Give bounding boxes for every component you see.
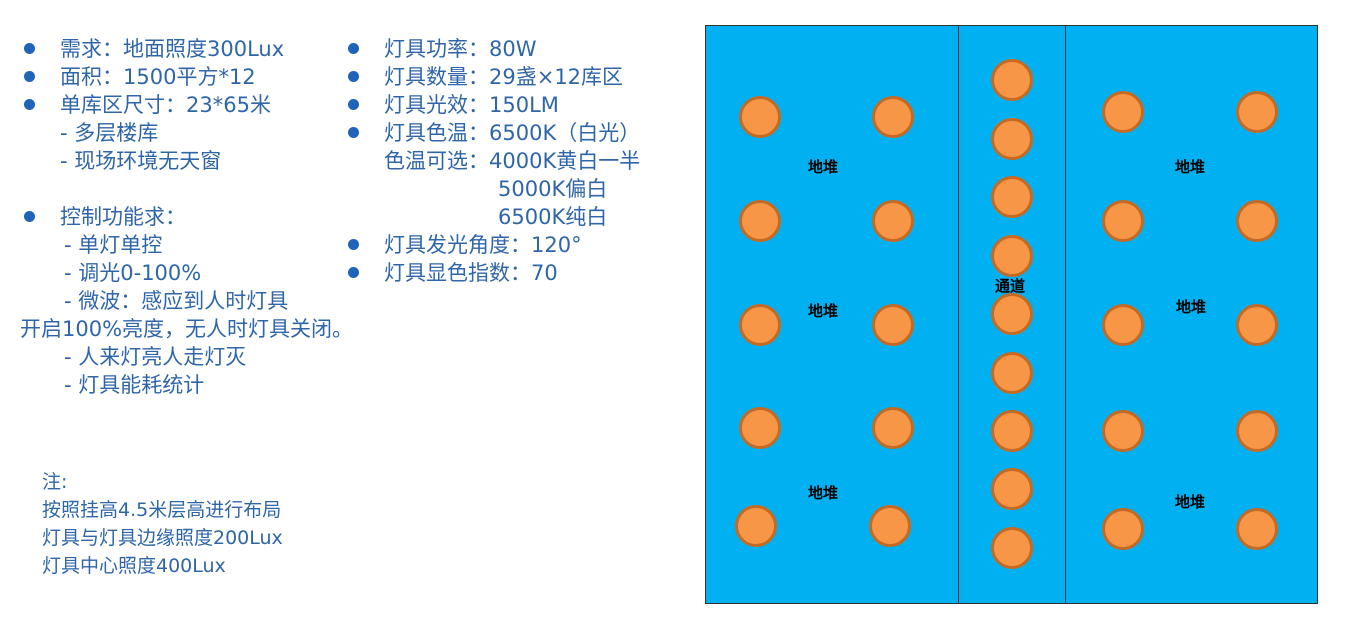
requirement-area: 面积：1500平方*12 xyxy=(60,65,256,89)
lamp-icon xyxy=(1236,200,1278,242)
control-sub-microwave-cont: 开启100%亮度，无人时灯具关闭。 xyxy=(20,317,354,341)
bullet-icon xyxy=(24,71,35,82)
spec-cct-option-3: 6500K纯白 xyxy=(498,205,608,229)
lamp-icon xyxy=(872,304,914,346)
aisle-label: 通道 xyxy=(995,277,1026,295)
lamp-icon xyxy=(991,468,1033,510)
lamp-icon xyxy=(739,304,781,346)
spec-beam-angle: 灯具发光角度：120° xyxy=(384,233,582,257)
bullet-icon xyxy=(348,127,359,138)
lamp-icon xyxy=(991,352,1033,394)
lamp-icon xyxy=(991,410,1033,452)
spec-cct-option-2: 5000K偏白 xyxy=(498,177,608,201)
lamp-icon xyxy=(991,176,1033,218)
lamp-icon xyxy=(1236,410,1278,452)
lamp-icon xyxy=(739,200,781,242)
control-sub-presence: - 人来灯亮人走灯灭 xyxy=(64,345,247,369)
warehouse-layout-diagram: 地堆 地堆 地堆 通道 地堆 地堆 地堆 xyxy=(705,25,1318,604)
lamp-icon xyxy=(991,235,1033,277)
lamp-icon xyxy=(1236,304,1278,346)
notes-line-1: 按照挂高4.5米层高进行布局 xyxy=(42,499,282,521)
lamp-icon xyxy=(872,407,914,449)
control-requirements: 控制功能求： xyxy=(60,205,186,229)
bullet-icon xyxy=(348,43,359,54)
lamp-icon xyxy=(991,527,1033,569)
zone-label-left-middle: 地堆 xyxy=(808,302,839,320)
lamp-icon xyxy=(991,118,1033,160)
zone-size-sub-no-skylight: - 现场环境无天窗 xyxy=(60,149,222,173)
bullet-icon xyxy=(24,43,35,54)
lamp-icon xyxy=(991,59,1033,101)
bullet-icon xyxy=(348,99,359,110)
notes-line-3: 灯具中心照度400Lux xyxy=(42,555,226,577)
zone-label-right-bottom: 地堆 xyxy=(1175,493,1206,511)
requirement-zone-size: 单库区尺寸：23*65米 xyxy=(60,93,271,117)
spec-cct: 灯具色温：6500K（白光） xyxy=(384,121,641,145)
lamp-icon xyxy=(872,200,914,242)
zone-size-sub-multistory: - 多层楼库 xyxy=(60,121,159,145)
bullet-icon xyxy=(24,99,35,110)
lamp-icon xyxy=(1102,410,1144,452)
spec-efficacy: 灯具光效：150LM xyxy=(384,93,559,117)
bullet-icon xyxy=(348,71,359,82)
control-sub-microwave: - 微波：感应到人时灯具 xyxy=(64,289,289,313)
requirement-illuminance: 需求：地面照度300Lux xyxy=(60,37,285,61)
zone-label-left-bottom: 地堆 xyxy=(808,484,839,502)
lamp-icon xyxy=(1102,304,1144,346)
notes-title: 注: xyxy=(42,471,68,493)
lamp-icon xyxy=(1102,508,1144,550)
lamp-icon xyxy=(872,96,914,138)
notes-line-2: 灯具与灯具边缘照度200Lux xyxy=(42,527,283,549)
lamp-icon xyxy=(739,96,781,138)
lamp-icon xyxy=(739,407,781,449)
spec-cri: 灯具显色指数：70 xyxy=(384,261,558,285)
control-sub-energy: - 灯具能耗统计 xyxy=(64,373,205,397)
lamp-icon xyxy=(869,505,911,547)
bullet-icon xyxy=(24,211,35,222)
control-sub-dimming: - 调光0-100% xyxy=(64,261,202,285)
lamp-icon xyxy=(1102,200,1144,242)
bullet-icon xyxy=(348,267,359,278)
lamp-icon xyxy=(1236,91,1278,133)
aisle-divider-left xyxy=(958,26,959,603)
spec-cct-option-1: 色温可选：4000K黄白一半 xyxy=(384,149,641,173)
zone-label-left-top: 地堆 xyxy=(808,158,839,176)
control-sub-single: - 单灯单控 xyxy=(64,233,163,257)
spec-count: 灯具数量：29盏×12库区 xyxy=(384,65,624,89)
lamp-icon xyxy=(735,505,777,547)
zone-label-right-middle: 地堆 xyxy=(1176,298,1207,316)
bullet-icon xyxy=(348,239,359,250)
lamp-icon xyxy=(1236,508,1278,550)
lamp-icon xyxy=(1102,91,1144,133)
lamp-icon xyxy=(991,293,1033,335)
aisle-divider-right xyxy=(1065,26,1066,603)
zone-label-right-top: 地堆 xyxy=(1175,158,1206,176)
spec-power: 灯具功率：80W xyxy=(384,37,537,61)
